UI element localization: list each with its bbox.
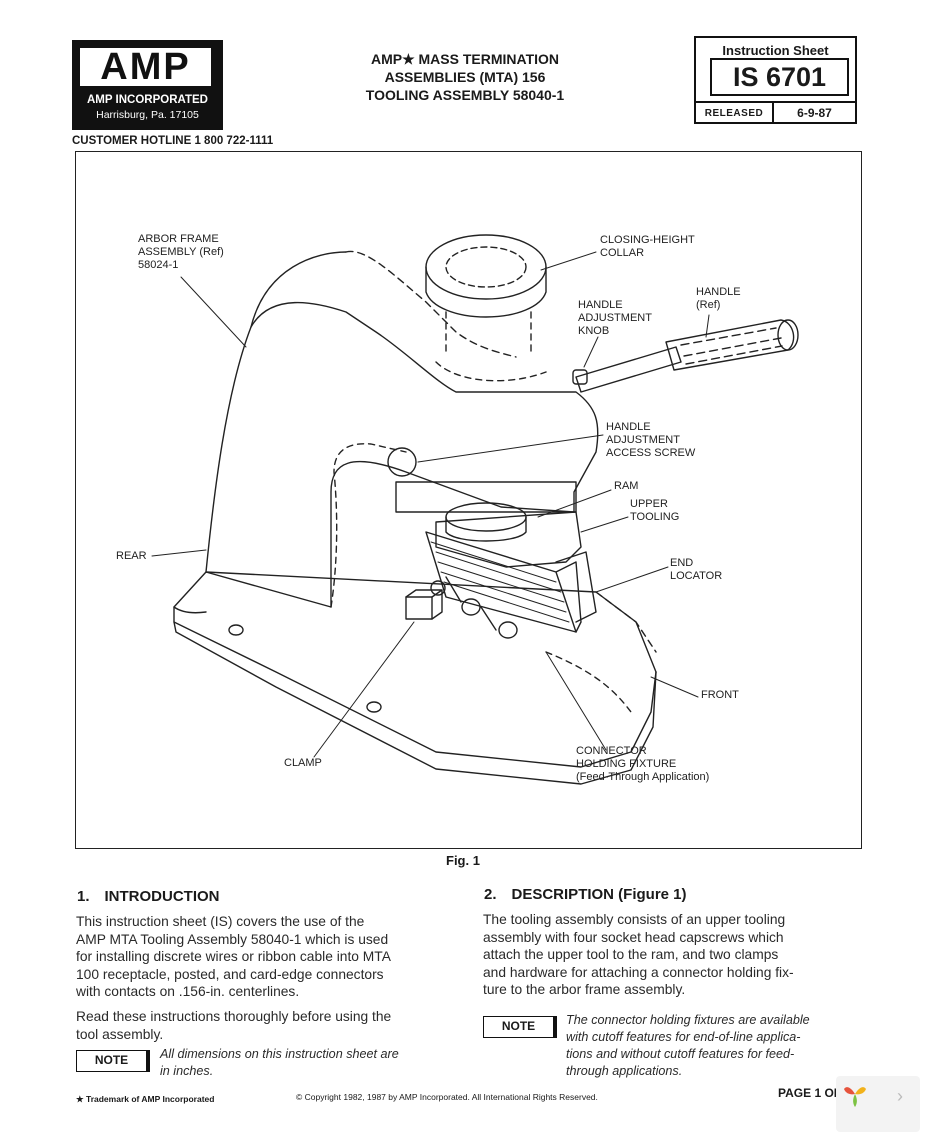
logo-wordmark: AMP: [80, 46, 211, 88]
callout-ram: RAM: [614, 480, 639, 492]
leader-collar: [540, 251, 597, 271]
closing-height-collar: [425, 234, 547, 300]
leader-knob: [583, 336, 599, 368]
handle-grip: [665, 319, 795, 371]
callout-rear: REAR: [116, 550, 147, 562]
callout-upper-tooling: UPPER TOOLING: [630, 498, 680, 523]
customer-hotline: CUSTOMER HOTLINE 1 800 722-1111: [72, 135, 274, 147]
is-number: IS 6701: [710, 58, 849, 96]
leader-arbor-frame: [180, 276, 247, 348]
arbor-press-illustration: [151, 234, 799, 785]
callout-closing-height-collar: CLOSING-HEIGHT COLLAR: [600, 234, 695, 259]
callout-access-screw: HANDLE ADJUSTMENT ACCESS SCREW: [606, 421, 696, 459]
instruction-sheet-label: Instruction Sheet: [722, 43, 829, 58]
viewer-overlay: ›: [836, 1076, 920, 1132]
leader-end-locator: [595, 566, 669, 593]
leader-front: [650, 676, 699, 698]
leader-fixture: [545, 651, 607, 751]
end-locator: [555, 551, 597, 623]
intro-note-text: All dimensions on this instruction sheet…: [160, 1047, 399, 1078]
figure-caption: Fig. 1: [446, 853, 480, 868]
callout-front: FRONT: [701, 689, 739, 701]
figure-frame: ARBOR FRAME ASSEMBLY (Ref) 58024-1 CLOSI…: [75, 151, 862, 849]
company-address: Harrisburg, Pa. 17105: [96, 109, 199, 121]
base-plate: [173, 571, 657, 768]
callout-connector-holding-fixture: CONNECTOR HOLDING FIXTURE (Feed-Through …: [576, 745, 710, 783]
intro-paragraph-2: Read these instructions thoroughly befor…: [76, 1009, 392, 1042]
document-title: AMP★ MASS TERMINATION ASSEMBLIES (MTA) 1…: [320, 50, 610, 104]
trademark-note: ★ Trademark of AMP Incorporated: [76, 1094, 215, 1104]
base-hole-right: [366, 701, 382, 713]
description-note-text: The connector holding fixtures are avail…: [566, 1013, 810, 1078]
intro-heading: 1. INTRODUCTION: [77, 888, 220, 905]
callout-handle-adjustment-knob: HANDLE ADJUSTMENT KNOB: [578, 299, 652, 337]
leader-upper-tooling: [580, 516, 629, 533]
description-heading: 2. DESCRIPTION (Figure 1): [484, 886, 687, 903]
description-paragraph: The tooling assembly consists of an uppe…: [483, 912, 794, 997]
instruction-sheet-box: Instruction Sheet IS 6701 RELEASED 6-9-8…: [694, 36, 857, 124]
access-screw: [387, 447, 417, 477]
callout-arbor-frame: ARBOR FRAME ASSEMBLY (Ref) 58024-1: [138, 233, 224, 271]
title-line-2: ASSEMBLIES (MTA) 156: [384, 69, 546, 85]
viewer-logo-icon: [844, 1087, 866, 1107]
callout-clamp: CLAMP: [284, 757, 322, 769]
ram: [395, 481, 577, 513]
page-number: PAGE 1 OF 4: [778, 1086, 852, 1100]
chevron-right-icon[interactable]: ›: [897, 1086, 903, 1106]
base-plate-edge: [173, 621, 657, 785]
description-note-badge: NOTE: [483, 1016, 557, 1038]
amp-logo: AMP AMP INCORPORATED Harrisburg, Pa. 171…: [72, 40, 223, 130]
handle-knob: [572, 369, 588, 385]
leader-handle: [705, 314, 710, 338]
title-line-1: AMP★ MASS TERMINATION: [370, 51, 560, 67]
handle-shaft: [575, 346, 682, 393]
leader-clamp: [313, 621, 415, 758]
base-hole-left: [228, 624, 244, 636]
callout-end-locator: END LOCATOR: [670, 557, 723, 582]
upper-tooling: [435, 511, 582, 568]
leader-rear: [151, 549, 207, 557]
leader-ram: [537, 489, 612, 518]
callout-handle: HANDLE (Ref): [696, 286, 741, 311]
released-label: RELEASED: [696, 103, 774, 124]
released-date: 6-9-87: [797, 106, 832, 120]
arbor-frame: [205, 301, 599, 608]
intro-paragraph: This instruction sheet (IS) covers the u…: [76, 914, 391, 999]
copyright-note: © Copyright 1982, 1987 by AMP Incorporat…: [296, 1092, 598, 1102]
leader-access-screw: [417, 434, 604, 463]
company-name: AMP INCORPORATED: [87, 94, 208, 106]
title-line-3: TOOLING ASSEMBLY 58040-1: [365, 87, 565, 103]
clamp: [405, 596, 433, 620]
intro-note-badge: NOTE: [76, 1050, 150, 1072]
release-row: RELEASED 6-9-87: [696, 101, 855, 126]
